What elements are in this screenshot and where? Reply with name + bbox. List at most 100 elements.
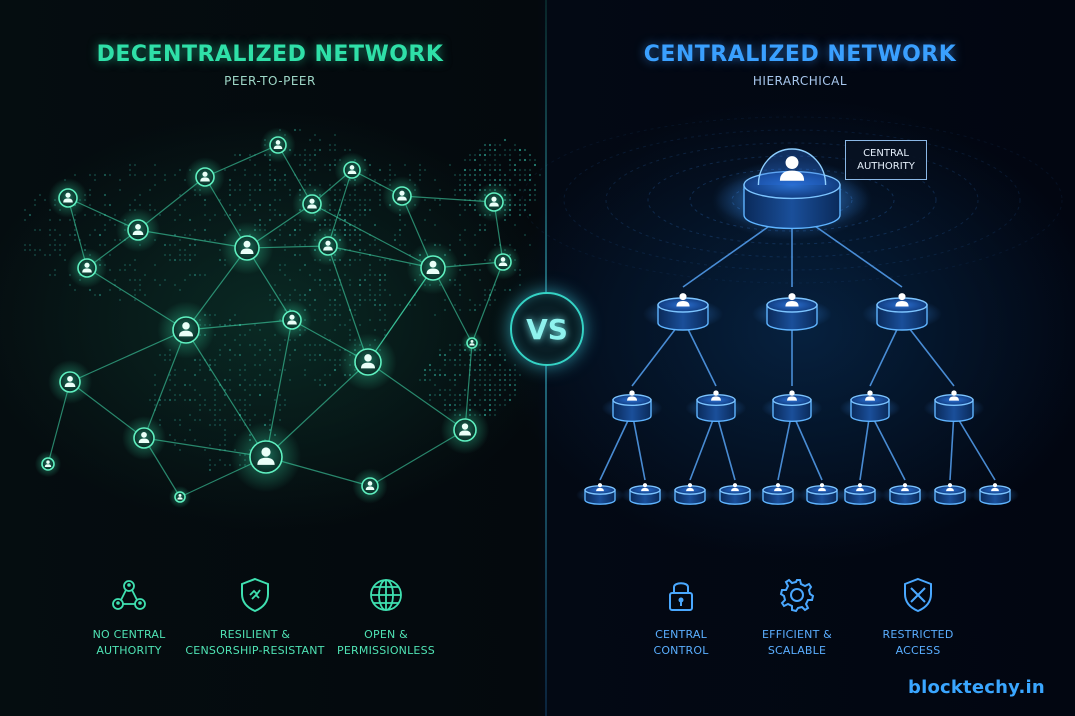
map-dot <box>523 198 527 202</box>
map-dot <box>358 298 362 302</box>
map-dot <box>473 268 477 272</box>
map-dot <box>513 163 517 167</box>
map-dot <box>463 273 467 277</box>
node-ring <box>58 188 78 208</box>
map-dot <box>448 163 452 167</box>
map-dot <box>243 403 247 407</box>
map-dot <box>393 233 397 237</box>
map-dot <box>308 288 312 292</box>
map-dot <box>478 163 482 167</box>
map-dot <box>398 228 402 232</box>
map-dot <box>443 353 447 357</box>
map-dot <box>483 413 487 417</box>
map-dot <box>278 198 282 202</box>
map-dot <box>433 368 437 372</box>
map-dot <box>258 188 262 192</box>
map-dot <box>373 238 377 242</box>
map-dot <box>133 278 137 282</box>
map-dot <box>288 233 292 237</box>
map-dot <box>303 178 307 182</box>
user-icon-head <box>732 483 738 488</box>
map-dot <box>518 158 522 162</box>
map-dot <box>73 288 77 292</box>
map-dot <box>273 178 277 182</box>
map-dot <box>88 288 92 292</box>
map-dot <box>513 383 517 387</box>
map-dot <box>523 148 527 152</box>
user-icon-head <box>67 375 73 382</box>
map-dot <box>273 298 277 302</box>
map-dot <box>168 433 172 437</box>
map-dot <box>438 393 442 397</box>
map-dot <box>318 353 322 357</box>
map-dot <box>463 183 467 187</box>
map-dot <box>223 343 227 347</box>
map-dot <box>448 408 452 412</box>
node-ring <box>343 161 361 179</box>
map-dot <box>53 268 57 272</box>
map-dot <box>523 203 527 207</box>
map-dot <box>373 188 377 192</box>
map-dot <box>493 243 497 247</box>
map-dot <box>323 383 327 387</box>
map-dot <box>528 173 532 177</box>
map-dot <box>513 393 517 397</box>
map-dot <box>533 163 537 167</box>
map-dot <box>273 183 277 187</box>
user-icon-head <box>261 447 271 457</box>
map-dot <box>483 413 487 417</box>
map-dot <box>523 208 527 212</box>
map-dot <box>373 303 377 307</box>
user-icon-body <box>901 487 909 492</box>
node-ring <box>420 255 446 281</box>
map-dot <box>503 378 507 382</box>
user-icon-head <box>364 354 372 362</box>
user-icon-body <box>240 248 254 254</box>
map-dot <box>448 393 452 397</box>
map-dot <box>353 243 357 247</box>
map-dot <box>218 348 222 352</box>
user-icon-body <box>178 330 194 337</box>
map-dot <box>508 168 512 172</box>
map-dot <box>393 238 397 242</box>
peer-node <box>352 468 388 504</box>
map-dot <box>368 288 372 292</box>
server-node <box>923 390 985 422</box>
map-dot <box>273 198 277 202</box>
map-dot <box>458 373 462 377</box>
map-dot <box>378 318 382 322</box>
user-icon-body <box>498 262 508 266</box>
map-dot <box>278 418 282 422</box>
map-dot <box>503 218 507 222</box>
map-dot <box>223 418 227 422</box>
map-dot <box>513 388 517 392</box>
map-dot <box>483 228 487 232</box>
map-dot <box>268 208 272 212</box>
map-dot <box>263 343 267 347</box>
map-dot <box>283 298 287 302</box>
map-dot <box>483 378 487 382</box>
map-dot <box>428 393 432 397</box>
map-dot <box>473 173 477 177</box>
map-dot <box>163 353 167 357</box>
map-dot <box>483 358 487 362</box>
map-dot <box>173 418 177 422</box>
map-dot <box>428 398 432 402</box>
map-dot <box>358 248 362 252</box>
map-dot <box>378 188 382 192</box>
map-dot <box>333 188 337 192</box>
map-dot <box>253 173 257 177</box>
map-dot <box>343 198 347 202</box>
map-dot <box>488 388 492 392</box>
map-dot <box>473 353 477 357</box>
map-dot <box>423 378 427 382</box>
map-dot <box>153 373 157 377</box>
map-dot <box>183 253 187 257</box>
map-dot <box>523 158 527 162</box>
user-icon-body <box>44 464 52 467</box>
map-dot <box>453 403 457 407</box>
map-dot <box>248 153 252 157</box>
map-dot <box>493 383 497 387</box>
map-dot <box>258 393 262 397</box>
